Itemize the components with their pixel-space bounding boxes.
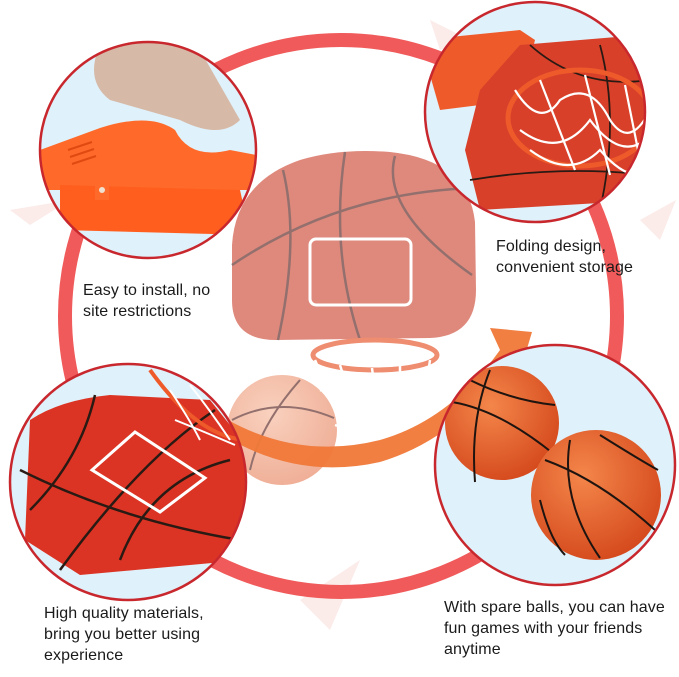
clip-closeup [40,42,256,258]
caption-line: Easy to install, no [83,282,211,299]
caption-easy-install: Easy to install, no site restrictions [83,280,210,322]
caption-folding-design: Folding design, convenient storage [496,236,633,278]
caption-line: With spare balls, you can have [444,599,665,616]
center-hoop-illustration [227,151,476,485]
caption-line: convenient storage [496,259,634,276]
spare-balls-closeup [435,345,675,585]
caption-line: site restrictions [83,303,192,320]
caption-line: anytime [444,641,501,658]
caption-quality-materials: High quality materials, bring you better… [44,603,204,666]
caption-line: fun games with your friends [444,620,643,637]
caption-line: Folding design, [496,238,607,255]
main-ring [58,33,624,599]
caption-line: High quality materials, [44,605,204,622]
caption-line: bring you better using [44,626,201,643]
caption-spare-balls: With spare balls, you can have fun games… [444,597,665,660]
backboard-closeup [10,364,246,600]
caption-line: experience [44,647,124,664]
